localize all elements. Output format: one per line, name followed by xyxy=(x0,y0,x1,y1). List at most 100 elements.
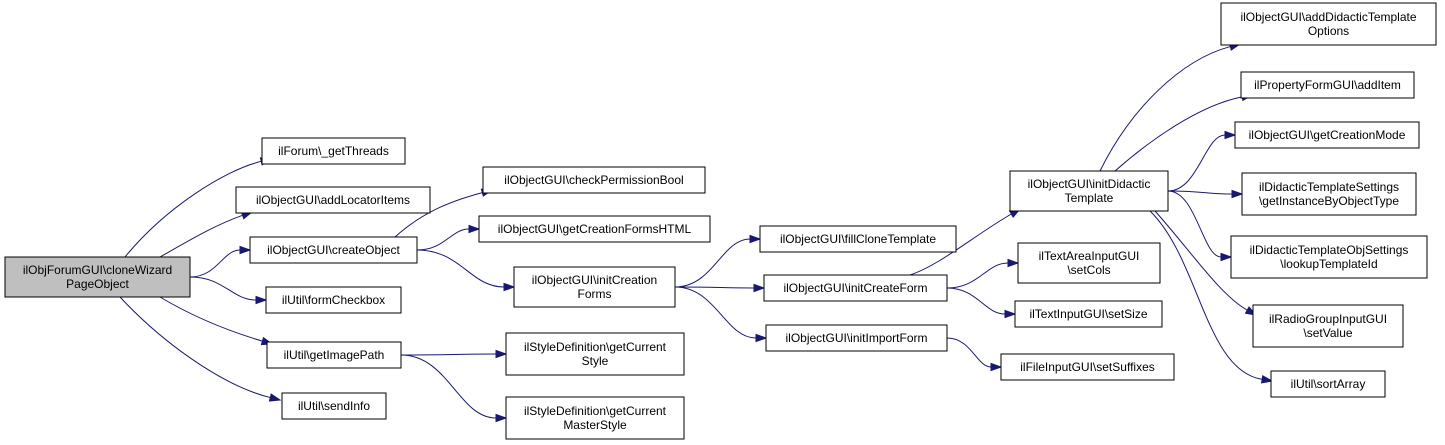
edge-line xyxy=(946,337,992,368)
edge-initDidacticTemplate-to-getCreationMode xyxy=(1167,130,1237,192)
node-box xyxy=(265,286,402,314)
edge-line xyxy=(400,354,497,419)
node-label-line: ilFileInputGUI\setSuffixes xyxy=(1020,360,1155,374)
node-formCheckbox[interactable]: ilUtil\formCheckbox xyxy=(265,286,402,314)
node-label-line: ilObjectGUI\initImportForm xyxy=(785,331,927,345)
edge-line xyxy=(416,249,505,288)
node-box xyxy=(1240,71,1415,99)
node-setCols[interactable]: ilTextAreaInputGUI\setCols xyxy=(1017,242,1161,284)
node-label-line: ilTextInputGUI\setSize xyxy=(1029,307,1147,321)
node-label-line: \setCols xyxy=(1067,263,1110,277)
node-label-line: ilObjectGUI\getCreationMode xyxy=(1249,128,1406,142)
node-label-line: Options xyxy=(1308,24,1349,38)
node-label-line: ilObjectGUI\addLocatorItems xyxy=(256,193,410,207)
edge-line xyxy=(674,238,751,288)
node-label-line: ilObjectGUI\initDidactic xyxy=(1028,177,1151,191)
node-label-line: ilTextAreaInputGUI xyxy=(1039,249,1140,263)
node-getCreationMode[interactable]: ilObjectGUI\getCreationMode xyxy=(1234,121,1420,149)
node-getImagePath[interactable]: ilUtil\getImagePath xyxy=(266,341,402,369)
node-box xyxy=(765,324,948,352)
edge-line xyxy=(946,287,1006,315)
node-checkPermissionBool[interactable]: ilObjectGUI\checkPermissionBool xyxy=(482,166,706,194)
edge-arrowhead xyxy=(1224,130,1237,140)
edge-arrowhead xyxy=(990,362,1003,372)
node-box xyxy=(1230,235,1428,279)
node-label-line: Template xyxy=(1065,191,1114,205)
node-label-line: ilUtil\formCheckbox xyxy=(282,293,385,307)
edge-root-to-sendInfo xyxy=(119,296,282,402)
node-label-line: ilDidacticTemplateObjSettings xyxy=(1250,243,1409,257)
edge-arrowhead xyxy=(749,234,762,244)
edge-initDidacticTemplate-to-getInstanceByObjectType xyxy=(1167,189,1244,199)
node-setValue[interactable]: ilRadioGroupInputGUI\setValue xyxy=(1252,304,1404,348)
node-sendInfo[interactable]: ilUtil\sendInfo xyxy=(281,392,387,420)
edge-root-to-getImagePath xyxy=(159,296,274,346)
node-setSize[interactable]: ilTextInputGUI\setSize xyxy=(1014,300,1163,328)
node-box xyxy=(1000,353,1175,381)
edge-initDidacticTemplate-to-sortArray xyxy=(1149,210,1274,384)
node-label-line: ilObjForumGUI\cloneWizard xyxy=(23,263,172,277)
edge-line xyxy=(400,353,497,356)
edge-arrowhead xyxy=(1220,252,1233,262)
edge-line xyxy=(1167,190,1222,258)
node-initCreateForm[interactable]: ilObjectGUI\initCreateForm xyxy=(763,274,948,302)
node-label-line: ilUtil\sortArray xyxy=(1291,377,1366,391)
edge-line xyxy=(416,228,470,251)
edge-line xyxy=(1149,210,1263,380)
node-box xyxy=(1014,300,1163,328)
node-label-line: MasterStyle xyxy=(563,418,627,432)
edge-getImagePath-to-getCurrentMasterStyle xyxy=(400,354,508,423)
node-label-line: Style xyxy=(582,354,609,368)
node-fillCloneTemplate[interactable]: ilObjectGUI\fillCloneTemplate xyxy=(759,225,957,253)
node-lookupTemplateId[interactable]: ilDidacticTemplateObjSettings\lookupTemp… xyxy=(1230,235,1428,279)
edge-arrowhead xyxy=(495,349,508,359)
node-box xyxy=(249,236,418,264)
edge-line xyxy=(674,286,757,339)
node-getInstanceByObjectType[interactable]: ilDidacticTemplateSettings\getInstanceBy… xyxy=(1241,172,1417,216)
node-box xyxy=(1252,304,1404,348)
edge-initDidacticTemplate-to-addDidacticTemplateOptions xyxy=(1099,42,1242,172)
edge-arrowhead xyxy=(268,393,282,402)
node-label-line: ilStyleDefinition\getCurrent xyxy=(524,340,667,354)
edge-arrowhead xyxy=(495,413,508,423)
node-label-line: ilPropertyFormGUI\addItem xyxy=(1254,78,1401,92)
node-box xyxy=(505,396,685,440)
node-box xyxy=(1234,121,1420,149)
edge-initCreationForms-to-fillCloneTemplate xyxy=(674,234,762,288)
edge-root-to-createObject xyxy=(189,245,252,278)
node-addItem[interactable]: ilPropertyFormGUI\addItem xyxy=(1240,71,1415,99)
node-addLocatorItems[interactable]: ilObjectGUI\addLocatorItems xyxy=(235,186,431,214)
node-setSuffixes[interactable]: ilFileInputGUI\setSuffixes xyxy=(1000,353,1175,381)
edge-createObject-to-initCreationForms xyxy=(416,249,516,292)
node-label-line: ilObjectGUI\fillCloneTemplate xyxy=(780,232,936,246)
node-getThreads[interactable]: ilForum\_getThreads xyxy=(261,137,406,165)
node-box xyxy=(482,166,706,194)
edge-arrowhead xyxy=(1004,309,1017,319)
node-initImportForm[interactable]: ilObjectGUI\initImportForm xyxy=(765,324,948,352)
node-label-line: ilUtil\sendInfo xyxy=(298,399,370,413)
edge-arrowhead xyxy=(1007,258,1020,268)
node-sortArray[interactable]: ilUtil\sortArray xyxy=(1270,370,1386,398)
edge-line xyxy=(159,214,243,258)
edge-line xyxy=(1114,96,1243,172)
node-getCreationFormsHTML[interactable]: ilObjectGUI\getCreationFormsHTML xyxy=(478,215,711,243)
node-box xyxy=(513,266,676,308)
edge-arrowhead xyxy=(255,295,268,305)
node-createObject[interactable]: ilObjectGUI\createObject xyxy=(249,236,418,264)
node-box xyxy=(759,225,957,253)
node-label-line: ilObjectGUI\initCreation xyxy=(532,273,657,287)
edge-line xyxy=(189,276,257,301)
edge-initImportForm-to-setSuffixes xyxy=(946,337,1003,372)
edge-initCreationForms-to-initImportForm xyxy=(674,286,768,343)
edge-line xyxy=(124,160,262,258)
node-box xyxy=(763,274,948,302)
node-label-line: \setValue xyxy=(1303,326,1352,340)
node-box xyxy=(281,392,387,420)
